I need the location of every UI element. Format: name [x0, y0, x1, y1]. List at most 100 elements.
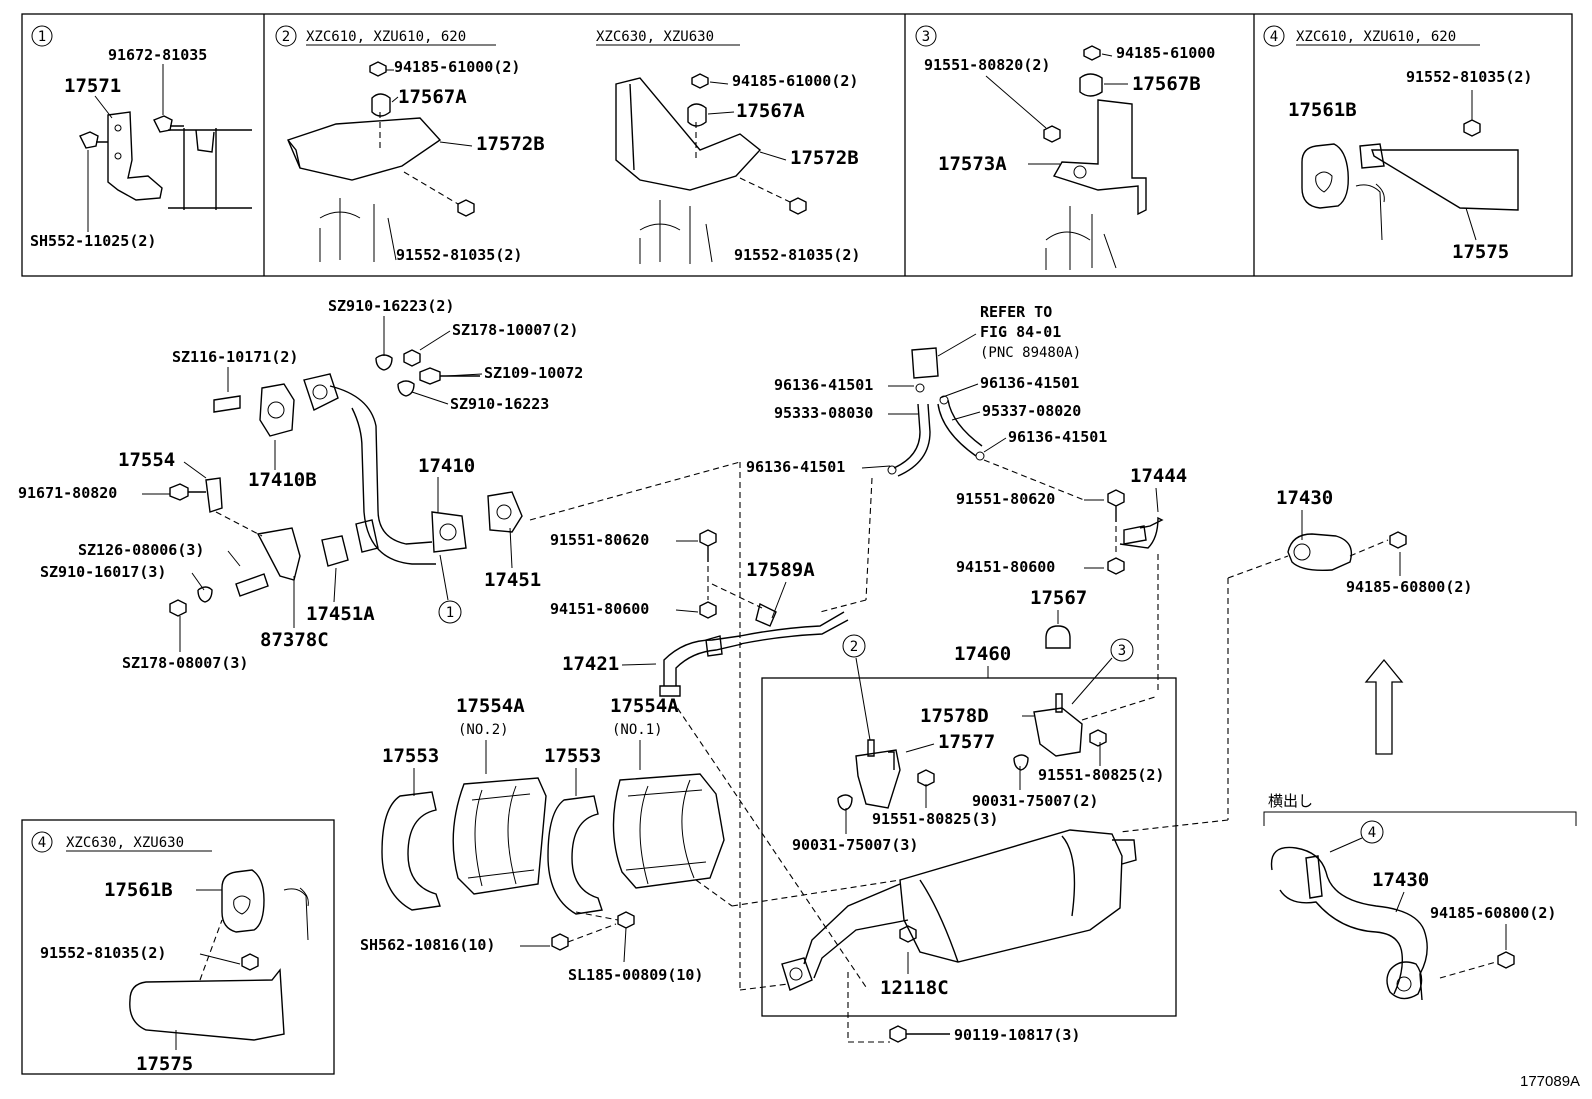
gasket-17451A — [321, 535, 349, 567]
hanger-17561B — [1301, 143, 1349, 209]
label-17561B-i5: 17561B — [104, 879, 173, 901]
label-sz109-10072: SZ109-10072 — [484, 364, 583, 382]
inset-strip — [21, 13, 1573, 277]
label-91551-80620-b: 91551-80620 — [956, 490, 1055, 508]
cushion-17567B-icon — [1079, 73, 1103, 97]
label-95337-08020: 95337-08020 — [982, 402, 1081, 420]
inset-3-number: 3 — [922, 29, 930, 45]
bracket-87378C — [256, 527, 301, 581]
label-17444: 17444 — [1130, 465, 1187, 487]
shell-17553-left — [381, 791, 441, 911]
nut-94151-80600-a-icon — [699, 601, 717, 619]
nut-94185-60800-b-icon — [1497, 951, 1515, 969]
bolt-91552-i5-icon — [241, 953, 259, 971]
nut-sl185-icon — [617, 911, 635, 929]
label-17567: 17567 — [1030, 587, 1087, 609]
tail-pipe-17430-top: 17430 94185-60800(2) — [1119, 487, 1472, 833]
washer-sz910-icon — [375, 354, 393, 371]
bolt-91552-i4-icon — [1463, 119, 1481, 137]
label-17553-1: 17553 — [382, 745, 439, 767]
label-sz178-10007-2: SZ178-10007(2) — [452, 321, 578, 339]
nut-90031-a-icon — [1013, 754, 1029, 771]
bracket-17575 — [1371, 149, 1519, 211]
label-17430-side: 17430 — [1372, 869, 1429, 891]
label-no2: (NO.2) — [458, 722, 509, 738]
side-exit-variant: 横出し 4 17430 94185-60800(2) — [1263, 793, 1577, 1001]
callout-4: 4 — [1368, 825, 1376, 841]
heat-insulators: 17554A (NO.2) 17554A (NO.1) 17553 17553 … — [360, 695, 901, 984]
label-17567A-a: 17567A — [398, 86, 467, 108]
inset-5-variant: XZC630, XZU630 — [66, 835, 184, 851]
shell-17554A-no2 — [452, 777, 547, 895]
dpf-assembly: 17460 2 3 17578D 17577 91551-80825(2) 90… — [739, 634, 1177, 1043]
nut-90031-b-icon — [837, 794, 853, 811]
inset-5-number: 4 — [38, 835, 46, 851]
bracket-17573A — [1052, 99, 1147, 216]
cushion-17567A-b-icon — [687, 103, 707, 127]
bracket-17444 — [1119, 516, 1164, 549]
label-sl185-00809: SL185-00809(10) — [568, 966, 703, 984]
bolt-90119-group: 90119-10817(3) — [889, 1025, 1080, 1044]
label-94185-60800-2b: 94185-60800(2) — [1430, 904, 1556, 922]
inset-2-number: 2 — [282, 29, 290, 45]
hanger-17561B-i5 — [221, 869, 265, 933]
label-17567A-b: 17567A — [736, 100, 805, 122]
label-17554A-1: 17554A — [456, 695, 525, 717]
label-sz178-08007-3: SZ178-08007(3) — [122, 654, 248, 672]
label-sz126-08006-3: SZ126-08006(3) — [78, 541, 204, 559]
bracket-17571 — [107, 111, 163, 201]
label-17589A: 17589A — [746, 559, 815, 581]
bracket-17575-i5 — [129, 968, 285, 1041]
bolt-sh562-icon — [551, 933, 569, 951]
nut-94185-60800-a-icon — [1389, 531, 1407, 549]
label-17410B: 17410B — [248, 469, 317, 491]
side-tail-pipe — [1270, 846, 1428, 1001]
label-17578D: 17578D — [920, 705, 989, 727]
sensor-hose-assembly: REFER TO FIG 84-01 (PNC 89480A) 96136-41… — [529, 303, 1107, 990]
label-17460: 17460 — [954, 643, 1011, 665]
inset-5: 4 XZC630, XZU630 17561B 91552-81035(2) 1… — [21, 819, 335, 1075]
label-94185-61000-2b: 94185-61000(2) — [732, 72, 858, 90]
label-17572B-b: 17572B — [790, 147, 859, 169]
nut-94185-a-icon — [369, 61, 387, 77]
gasket-17451 — [487, 491, 523, 533]
label-17430-top: 17430 — [1276, 487, 1333, 509]
label-90031-75007-3: 90031-75007(3) — [792, 836, 918, 854]
front-pipe-assembly: SZ910-16223(2) SZ178-10007(2) SZ116-1017… — [18, 297, 583, 672]
label-90031-75007-2: 90031-75007(2) — [972, 792, 1098, 810]
label-94151-80600-b: 94151-80600 — [956, 558, 1055, 576]
plug-12118C-icon — [899, 925, 917, 943]
label-91551-80825-3: 91551-80825(3) — [872, 810, 998, 828]
pipe-17421 — [663, 635, 743, 686]
bracket-17444-group: 17444 91551-80620 94151-80600 17567 — [956, 465, 1187, 690]
label-sz910-16223-2: SZ910-16223(2) — [328, 297, 454, 315]
inset-2-variant-a: XZC610, XZU610, 620 — [306, 29, 466, 45]
bolt-91551-80825-b-icon — [917, 769, 935, 787]
label-sh552-11025: SH552-11025(2) — [30, 232, 156, 250]
nut-94151-80600-b-icon — [1107, 557, 1125, 575]
label-94185-61000-2a: 94185-61000(2) — [394, 58, 520, 76]
label-sh562-10816: SH562-10816(10) — [360, 936, 495, 954]
label-96136-41501-d: 96136-41501 — [746, 458, 845, 476]
bolt-sz109-icon — [419, 367, 480, 385]
bracket-17577 — [855, 749, 901, 809]
label-no1: (NO.1) — [612, 722, 663, 738]
label-91551-80620-a: 91551-80620 — [550, 531, 649, 549]
label-yokodashi: 横出し — [1268, 793, 1313, 810]
inset-4: 4 XZC610, XZU610, 620 91552-81035(2) 175… — [1263, 25, 1532, 263]
cushion-17567A-a-icon — [371, 93, 391, 117]
label-94151-80600-a: 94151-80600 — [550, 600, 649, 618]
label-91551-80820-2: 91551-80820(2) — [924, 56, 1050, 74]
shell-17554A-no1 — [612, 773, 725, 889]
label-91552-81035-2a: 91552-81035(2) — [396, 246, 522, 264]
label-90119-10817-3: 90119-10817(3) — [954, 1026, 1080, 1044]
label-87378C: 87378C — [260, 629, 329, 651]
bolt-91551-80820-icon — [1043, 125, 1061, 143]
label-17451A: 17451A — [306, 603, 375, 625]
flange-bottom — [431, 511, 467, 553]
inset-4-number: 4 — [1270, 29, 1278, 45]
label-17421: 17421 — [562, 653, 619, 675]
label-17575-i4: 17575 — [1452, 241, 1509, 263]
flange-top — [303, 373, 339, 411]
